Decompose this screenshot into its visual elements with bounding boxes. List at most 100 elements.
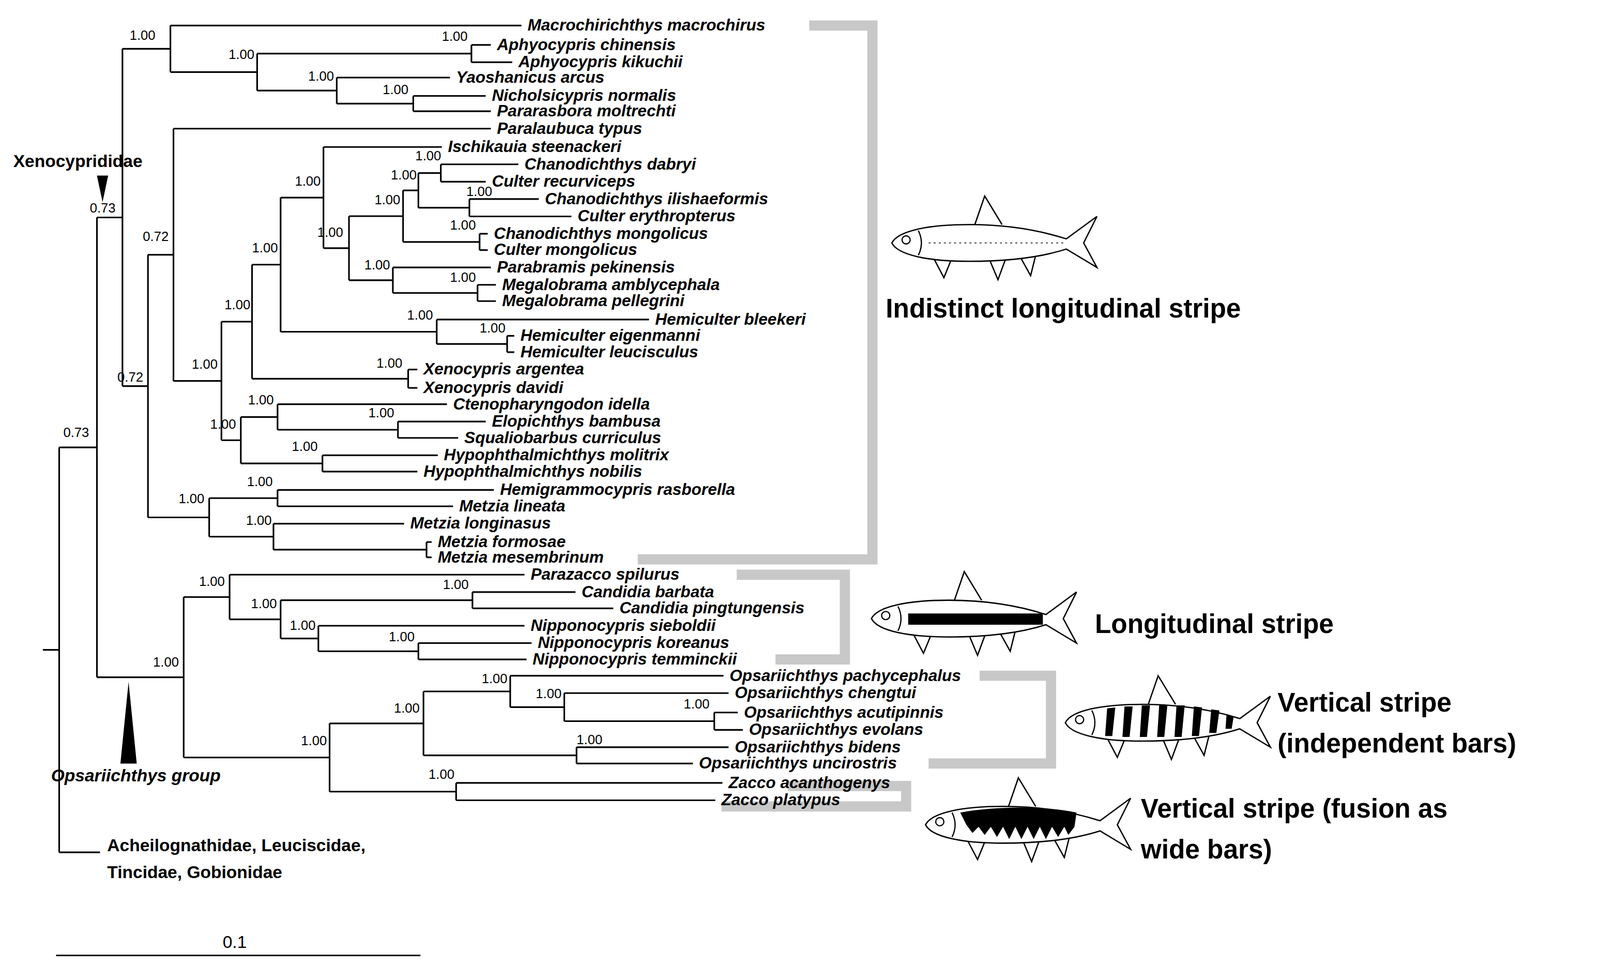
tree-branch: [347, 216, 350, 281]
tree-branch: [471, 61, 513, 64]
species-name: Yaoshanicus arcus: [455, 69, 605, 86]
species-name: Candidia pingtungensis: [619, 600, 805, 617]
support-value: 0.73: [63, 425, 89, 439]
tree-branch: [506, 335, 508, 353]
clade-arrow: [120, 681, 137, 764]
tree-branch: [58, 851, 100, 853]
support-value: 1.00: [292, 439, 318, 454]
support-value: 1.00: [246, 513, 272, 527]
tree-branch: [170, 71, 258, 73]
support-value: 1.00: [210, 417, 237, 431]
tree-branch: [507, 351, 515, 353]
tree-branch: [418, 172, 441, 174]
support-value: 1.00: [248, 392, 274, 407]
tree-branch: [318, 624, 525, 627]
tree-branch: [276, 489, 279, 507]
species-name: Megalobrama amblycephala: [501, 276, 720, 294]
tree-branch: [183, 756, 330, 758]
species-name: Hemiculter bleekeri: [654, 311, 806, 328]
tree-branch: [455, 781, 723, 784]
species-name: Hypophthalmichthys nobilis: [423, 463, 643, 480]
tree-branch: [121, 48, 124, 386]
tree-branch: [277, 505, 454, 507]
support-value: 1.00: [228, 48, 255, 62]
support-value: 1.00: [178, 491, 205, 506]
outgroup-name: Acheilognathidae, Leuciscidae, Tincidae,…: [107, 832, 375, 886]
species-name: Aphyocypris chinensis: [496, 36, 676, 54]
support-value: 1.00: [191, 357, 218, 371]
tree-branch: [507, 334, 515, 337]
species-name: Xenocypris argentea: [423, 361, 585, 378]
tree-branch: [240, 462, 323, 465]
species-name: Culter mongolicus: [493, 241, 637, 259]
tree-branch: [279, 197, 282, 332]
tree-branch: [471, 591, 474, 609]
tree-branch: [423, 690, 511, 692]
support-value: 1.00: [153, 654, 179, 669]
tree-branch: [472, 590, 576, 593]
pattern-label: Vertical stripe (fusion as wide bars): [1140, 787, 1458, 871]
species-name: Chanodichthys ilishaeformis: [544, 190, 769, 208]
tree-branch: [209, 535, 274, 538]
tree-branch: [122, 385, 148, 387]
support-value: 0.73: [89, 201, 116, 215]
tree-branch: [229, 618, 281, 620]
tree-branch: [468, 199, 470, 217]
species-name: Opsariichthys evolans: [749, 721, 924, 739]
tree-branch: [322, 454, 438, 456]
tree-branch: [183, 596, 230, 598]
tree-branch: [402, 190, 404, 242]
species-name: Metzia longinasus: [409, 515, 551, 532]
support-value: 1.00: [199, 574, 225, 588]
species-name: Ischikauia steenackeri: [448, 138, 622, 156]
support-value: 1.00: [466, 184, 493, 198]
tree-branch: [412, 96, 415, 112]
tree-branch: [435, 319, 438, 344]
tree-branch: [422, 691, 425, 756]
tree-branch: [348, 215, 404, 217]
support-value: 0.72: [117, 370, 144, 385]
tree-branch: [714, 728, 743, 731]
tree-branch: [471, 43, 492, 46]
support-value: 1.00: [415, 148, 441, 163]
support-value: 1.00: [449, 218, 476, 232]
species-name: Zacco platypus: [721, 791, 841, 809]
species-name: Hemiculter eigenmanni: [520, 327, 700, 345]
tree-branch: [122, 48, 171, 50]
tree-branch: [277, 403, 448, 405]
fish-illustration: [891, 195, 1097, 280]
tree-branch: [439, 164, 442, 182]
species-name: Elopichthys bambusa: [491, 413, 661, 430]
tree-branch: [477, 300, 497, 302]
support-value: 1.00: [308, 69, 334, 83]
tree-branch: [509, 675, 511, 708]
support-value: 1.00: [393, 701, 420, 715]
tree-branch: [470, 44, 472, 63]
tree-branch: [183, 596, 185, 757]
clade-bracket: [928, 675, 1051, 764]
tree-branch: [575, 747, 578, 764]
fish-illustration: [1065, 675, 1271, 760]
tree-branch: [280, 599, 473, 601]
tree-branch: [329, 790, 457, 792]
pattern-label: Longitudinal stripe: [1094, 610, 1334, 637]
tree-branch: [336, 77, 338, 104]
tree-branch: [477, 283, 497, 286]
tree-branch: [408, 386, 418, 389]
support-value: 1.00: [251, 597, 278, 611]
tree-branch: [403, 189, 419, 192]
tree-branches: [42, 25, 743, 852]
species-name: Chanodichthys dabryi: [524, 156, 697, 173]
tree-branch: [252, 263, 281, 266]
species-name: Macrochirichthys macrochirus: [527, 17, 766, 35]
species-name: Culter recurviceps: [491, 173, 635, 191]
tree-branch: [229, 574, 231, 619]
fish-illustration: [871, 571, 1077, 655]
support-value: 1.00: [481, 671, 508, 685]
tree-branch: [208, 497, 210, 537]
tree-branch: [469, 215, 572, 218]
species-name: Nipponocypris temminckii: [532, 650, 737, 668]
tree-branch: [240, 416, 278, 418]
tree-branch: [714, 711, 738, 713]
